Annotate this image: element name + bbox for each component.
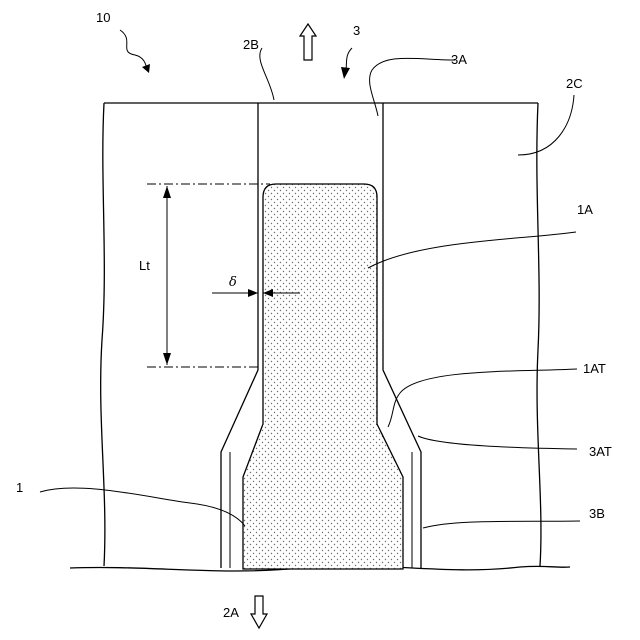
label-1: 1 xyxy=(16,480,23,495)
label-2b: 2B xyxy=(243,37,259,52)
label-1a: 1A xyxy=(577,202,593,217)
label-10: 10 xyxy=(96,10,110,25)
label-1at: 1AT xyxy=(583,361,606,376)
label-delta: δ xyxy=(229,275,237,290)
label-2a: 2A xyxy=(223,605,239,620)
label-3a: 3A xyxy=(451,52,467,67)
label-lt: Lt xyxy=(139,258,150,273)
label-3: 3 xyxy=(353,23,360,38)
up-arrow-icon xyxy=(300,24,316,60)
label-2c: 2C xyxy=(566,76,583,91)
lt-dimension xyxy=(147,184,270,367)
member-1-stippled-shape xyxy=(243,184,403,569)
down-arrow-icon xyxy=(251,596,267,628)
label-3at: 3AT xyxy=(589,444,612,459)
label-3b: 3B xyxy=(589,506,605,521)
